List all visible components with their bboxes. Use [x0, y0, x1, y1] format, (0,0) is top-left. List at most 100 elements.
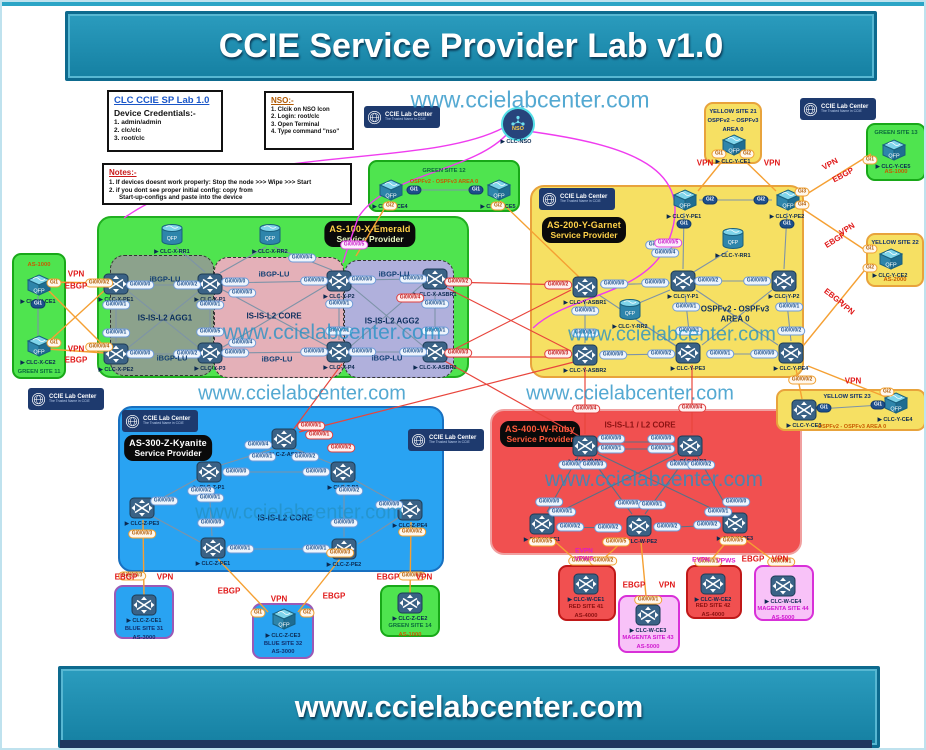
- router-clc-w-pe1[interactable]: [529, 513, 555, 535]
- interface-pill: Gi0/0/0/2: [647, 349, 675, 359]
- interface-pill: Gi0/0/0/1: [672, 302, 700, 312]
- interface-pill: Gi0/0/0/1: [571, 328, 599, 338]
- router-clc-z-p1[interactable]: [196, 461, 222, 483]
- svg-text:QFP: QFP: [727, 240, 738, 246]
- router-label-clc-y-asbr2: ▶ CLC-Y-ASBR2: [563, 368, 607, 374]
- router-clc-w-pe3[interactable]: [722, 512, 748, 534]
- interface-pill: Gi0/0/0/1: [305, 430, 333, 440]
- svg-text:QFP: QFP: [493, 194, 505, 200]
- lab-box-title: CLC CCIE SP Lab 1.0: [114, 95, 210, 106]
- router-clc-z-ce2[interactable]: [397, 592, 423, 614]
- router-label-clc-z-pe2: ▶ CLC-Z-PE2: [326, 562, 362, 568]
- router-clc-z-pe3[interactable]: [129, 497, 155, 519]
- svg-text:QFP: QFP: [679, 204, 691, 210]
- router-clc-x-rr2[interactable]: QFP: [258, 223, 282, 247]
- router-clc-y-pe1[interactable]: QFP: [672, 188, 698, 212]
- router-label-clc-x-p2: ▶ CLC-X-P2: [323, 294, 355, 300]
- interface-pill: Gi0/0/0/0: [399, 274, 427, 284]
- nso-step: 1. Clcik on NSO Icon: [271, 106, 330, 113]
- router-clc-x-p2[interactable]: [326, 270, 352, 292]
- interface-pill: Gi0/0/0/0: [743, 276, 771, 286]
- router-clc-w-p2[interactable]: [677, 435, 703, 457]
- router-clc-w-p1[interactable]: [572, 435, 598, 457]
- router-clc-x-ce5[interactable]: QFP: [486, 178, 512, 202]
- router-clc-z-pe4[interactable]: [397, 499, 423, 521]
- router-clc-y-p2[interactable]: [771, 270, 797, 292]
- label-vpn: VPN: [67, 269, 85, 279]
- site-green-11: [12, 253, 66, 379]
- router-clc-w-ce4[interactable]: [770, 575, 796, 597]
- interface-pill: Gi0/0/0/1: [548, 507, 576, 517]
- interface-pill: Gi0/0/0/0: [330, 518, 358, 528]
- router-clc-w-ce2[interactable]: [700, 573, 726, 595]
- router-clc-y-asbr2[interactable]: [572, 344, 598, 366]
- label-ibgp-lu: iBGP-LU: [156, 353, 188, 363]
- router-clc-x-ce1[interactable]: QFP: [26, 273, 52, 297]
- interface-pill: Gi0/0/0/2: [85, 278, 113, 288]
- router-clc-z-ce1[interactable]: [131, 594, 157, 616]
- router-clc-x-p1[interactable]: [197, 273, 223, 295]
- label-vpn: VPN: [658, 580, 676, 590]
- router-label-clc-z-pe1: ▶ CLC-Z-PE1: [195, 561, 231, 567]
- svg-text:QFP: QFP: [728, 149, 740, 155]
- router-clc-y-rr1[interactable]: QFP: [721, 227, 745, 251]
- svg-text:QFP: QFP: [885, 263, 897, 269]
- interface-pill: Gi0/0/0/0: [597, 434, 625, 444]
- interface-pill: Gi0/0/0/5: [719, 536, 747, 546]
- router-clc-x-rr1[interactable]: QFP: [160, 223, 184, 247]
- router-clc-z-p2[interactable]: [330, 461, 356, 483]
- interface-pill: Gi2: [879, 387, 895, 397]
- label-yellow-site-23: YELLOW SITE 23: [823, 394, 871, 400]
- label-ibgp-lu: iBGP-LU: [149, 274, 181, 284]
- router-clc-y-ce5[interactable]: QFP: [881, 138, 907, 162]
- interface-pill: Gi1: [468, 185, 484, 195]
- label-yellow-site-22: YELLOW SITE 22: [871, 240, 919, 246]
- router-clc-x-p3[interactable]: [197, 342, 223, 364]
- interface-pill: Gi0/0/0/2: [653, 522, 681, 532]
- router-clc-w-ce1[interactable]: [573, 573, 599, 595]
- router-clc-y-asbr1[interactable]: [572, 276, 598, 298]
- interface-pill: Gi0/0/0/2: [589, 556, 617, 566]
- router-clc-y-p1[interactable]: [670, 270, 696, 292]
- label-vpn: VPN: [844, 376, 862, 386]
- router-clc-y-pe4[interactable]: [778, 342, 804, 364]
- router-clc-y-rr2[interactable]: QFP: [618, 298, 642, 322]
- label-vpn: VPN: [771, 554, 789, 564]
- router-label-clc-z-asbr1: ▶ CLC-Z-ASBR1: [262, 452, 306, 458]
- label-green-site-14: GREEN SITE 14: [388, 623, 432, 629]
- label-is-is-l2-agg2: IS-IS-L2 AGG2: [364, 316, 420, 326]
- interface-pill: Gi0/0/0/2: [291, 452, 319, 462]
- router-label-clc-y-pe3: ▶ CLC-Y-PE3: [670, 366, 706, 372]
- interface-pill: Gi0/0/0/0: [722, 497, 750, 507]
- router-label-clc-y-pe4: ▶ CLC-Y-PE4: [773, 366, 809, 372]
- router-clc-y-ce2[interactable]: QFP: [878, 247, 904, 271]
- router-clc-w-ce3[interactable]: [635, 604, 661, 626]
- router-clc-x-p4[interactable]: [326, 341, 352, 363]
- svg-text:QFP: QFP: [890, 407, 902, 413]
- interface-pill: Gi1: [250, 608, 266, 618]
- router-clc-z-pe1[interactable]: [200, 537, 226, 559]
- router-clc-z-ce3[interactable]: QFP: [271, 607, 297, 631]
- router-clc-y-pe3[interactable]: [675, 342, 701, 364]
- router-clc-w-pe2[interactable]: [626, 515, 652, 537]
- router-clc-z-asbr1[interactable]: [271, 428, 297, 450]
- router-clc-x-ce4[interactable]: QFP: [378, 178, 404, 202]
- router-label-clc-y-ce5: ▶ CLC-Y-CE5: [875, 164, 911, 170]
- router-label-clc-x-p1: ▶ CLC-X-P1: [194, 297, 225, 303]
- interface-pill: Gi0/0/0/5: [340, 240, 368, 250]
- label-green-site-11: GREEN SITE 11: [17, 369, 61, 375]
- label-vpn: VPN: [415, 572, 433, 582]
- interface-pill: Gi0/0/0/1: [325, 326, 353, 336]
- top-edge-strip: [2, 2, 924, 6]
- router-label-clc-z-pe4: ▶ CLC-Z-PE4: [392, 523, 428, 529]
- router-clc-y-ce3[interactable]: [791, 399, 817, 421]
- interface-pill: Gi0/0/0/5: [602, 537, 630, 547]
- interface-pill: Gi4: [794, 200, 810, 210]
- nso-node[interactable]: NSO: [501, 107, 535, 141]
- label-ebgp: EBGP: [217, 586, 241, 596]
- router-label-clc-w-pe2: ▶ CLC-W-PE2: [620, 539, 658, 545]
- interface-pill: Gi1: [676, 219, 692, 229]
